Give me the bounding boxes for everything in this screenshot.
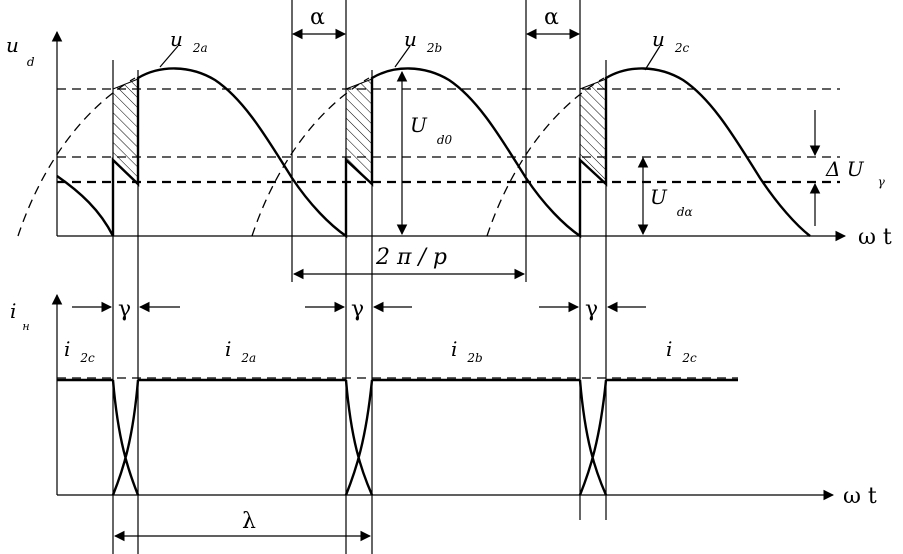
gamma-label-3: γ xyxy=(585,297,598,322)
commutation-current-3 xyxy=(578,379,608,496)
leader-2b xyxy=(394,45,411,68)
alpha-label-2: α xyxy=(544,5,559,30)
upper-x-axis-label: ω t xyxy=(858,225,892,250)
commutation-current-2 xyxy=(344,379,374,496)
lambda-label: λ xyxy=(242,509,256,534)
rectified-voltage-waveform xyxy=(56,67,811,239)
leader-2a xyxy=(159,45,179,68)
lower-y-axis-label: iн xyxy=(10,299,30,333)
commutation-area-3 xyxy=(579,78,607,186)
ud0-label: Ud0 xyxy=(410,113,453,147)
upper-y-axis-label: ud xyxy=(6,33,35,69)
leader-2c xyxy=(644,45,661,71)
commutation-area-1 xyxy=(112,78,139,186)
uda-label: Udα xyxy=(650,185,693,219)
gamma-label-1: γ xyxy=(118,297,131,322)
lower-x-axis-label: ω t xyxy=(843,484,877,509)
period-label: 2 π / p xyxy=(375,245,447,270)
delta-u-label: Δ Uγ xyxy=(825,157,886,189)
commutation-area-2 xyxy=(345,78,373,186)
commutation-current-1 xyxy=(111,379,140,496)
alpha-label-1: α xyxy=(310,5,325,30)
gamma-label-2: γ xyxy=(351,297,364,322)
